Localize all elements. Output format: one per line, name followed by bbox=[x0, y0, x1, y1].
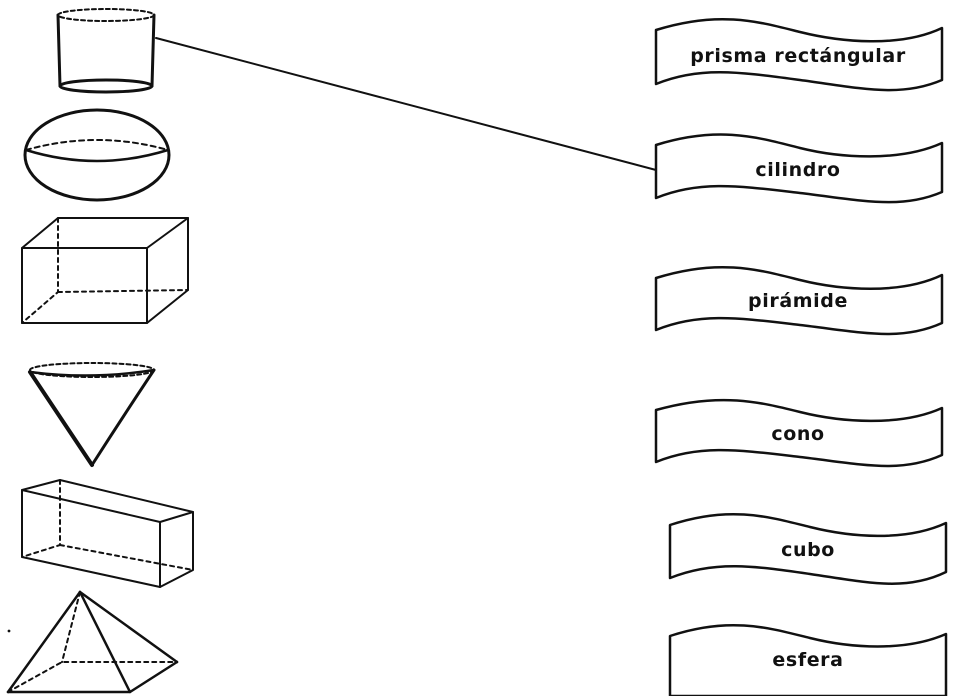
cube-icon[interactable] bbox=[21, 217, 189, 324]
label-cilindro: cilindro bbox=[755, 159, 841, 181]
label-cubo: cubo bbox=[781, 539, 835, 561]
label-banner-piramide[interactable] bbox=[654, 265, 944, 336]
label-banner-cilindro[interactable] bbox=[654, 133, 944, 204]
label-piramide: pirámide bbox=[748, 290, 848, 312]
sphere-icon[interactable] bbox=[23, 108, 171, 202]
label-banner-cono[interactable] bbox=[654, 398, 944, 468]
stray-dot bbox=[7, 629, 11, 633]
label-banner-prisma-rectangular[interactable] bbox=[654, 17, 944, 92]
connection-line bbox=[155, 37, 657, 171]
label-esfera: esfera bbox=[772, 649, 844, 671]
label-banner-cubo[interactable] bbox=[668, 512, 948, 585]
rectangular-prism-icon[interactable] bbox=[21, 479, 194, 588]
cylinder-icon[interactable] bbox=[56, 8, 156, 94]
cone-icon[interactable] bbox=[28, 362, 156, 467]
pyramid-icon[interactable] bbox=[6, 590, 179, 694]
label-prisma-rectangular: prisma rectángular bbox=[690, 45, 906, 67]
label-cono: cono bbox=[771, 423, 825, 445]
label-banner-esfera[interactable] bbox=[668, 623, 948, 696]
